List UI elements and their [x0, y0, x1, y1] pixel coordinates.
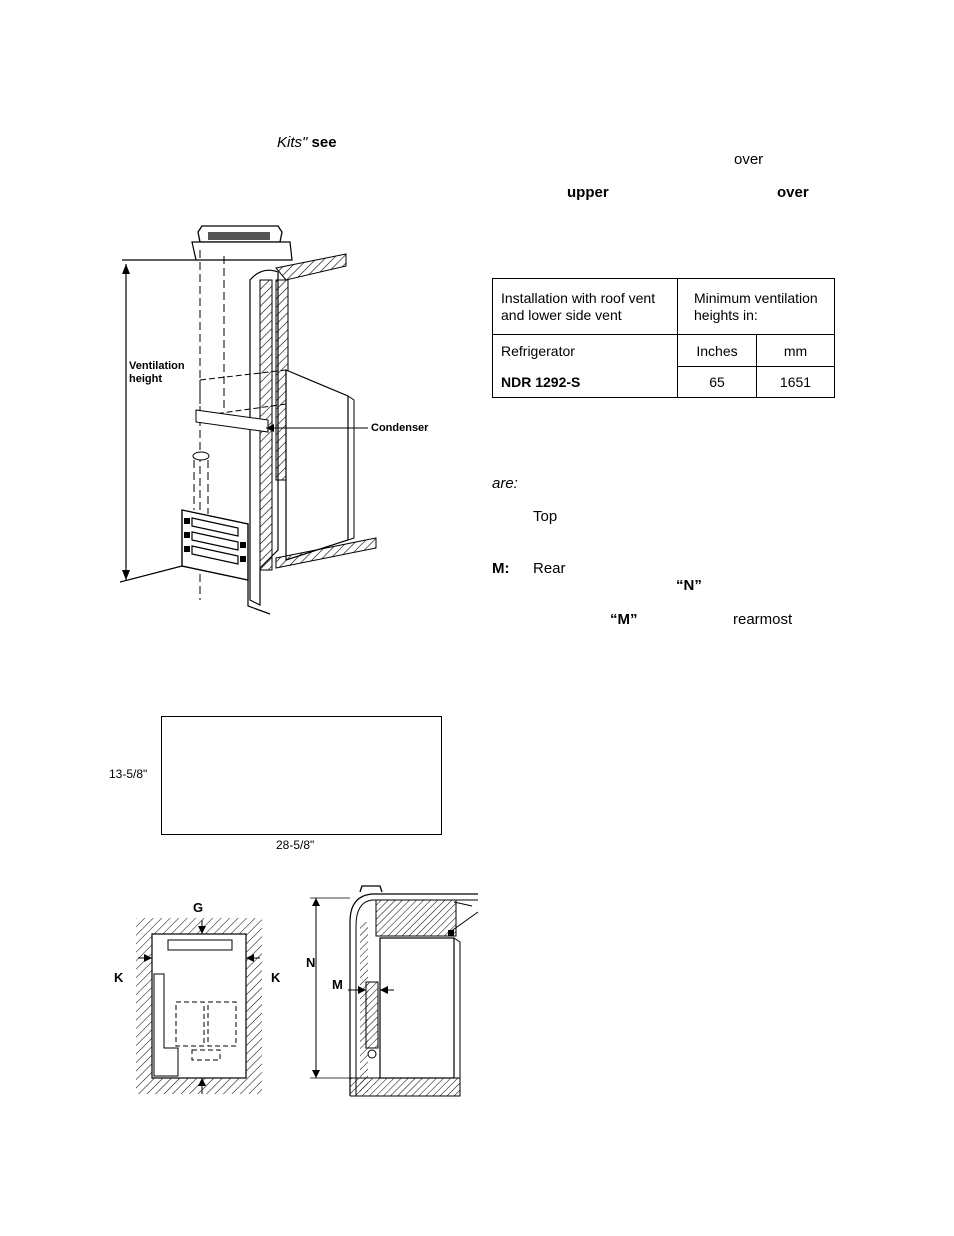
cutout-height-label: 13-5/8"	[109, 767, 148, 781]
cutout-width-label: 28-5/8"	[276, 838, 315, 852]
upper-fragment: upper	[567, 184, 609, 201]
table-cell-refrigerator: Refrigerator	[492, 334, 678, 367]
rearmost-fragment: rearmost	[733, 611, 793, 628]
clearance-side-diagram	[310, 885, 479, 1097]
over-fragment-1: over	[734, 151, 764, 168]
condenser-label: Condenser	[371, 422, 429, 434]
table-cell-inches: Inches	[677, 334, 757, 367]
ventilation-diagram	[119, 225, 377, 615]
table-cell-mm-value: 1651	[756, 366, 835, 398]
table-header-min-heights: Minimum ventilation heights in:	[677, 278, 835, 335]
table-cell-inches-value: 65	[677, 366, 757, 398]
lower-side-vent	[181, 509, 249, 581]
n-quote-fragment: “N”	[676, 577, 702, 594]
m-quote-fragment: “M”	[610, 611, 638, 628]
top-fragment: Top	[533, 508, 558, 525]
ventilation-height-dimension	[122, 264, 130, 580]
table-cell-mm: mm	[756, 334, 835, 367]
rear-fragment: Rear	[533, 560, 566, 577]
table-cell-model: NDR 1292-S	[492, 366, 678, 398]
table-header-installation: Installation with roof vent and lower si…	[492, 278, 678, 335]
k-right-label: K	[271, 970, 281, 985]
are-fragment: are:	[492, 475, 518, 492]
kits-fragment: Kits" see	[277, 134, 337, 151]
m-label-fragment: M:	[492, 560, 510, 577]
cutout-rectangle	[161, 716, 442, 835]
roof-vent-cap	[191, 225, 293, 261]
ventilation-height-label: Ventilation height	[129, 360, 185, 385]
k-left-label: K	[114, 970, 124, 985]
ventilation-table: Installation with roof vent and lower si…	[492, 278, 835, 398]
n-label: N	[306, 955, 316, 970]
clearance-front-diagram	[136, 918, 262, 1094]
over-fragment-2: over	[777, 184, 809, 201]
g-label: G	[193, 900, 204, 915]
m-label: M	[332, 977, 343, 992]
